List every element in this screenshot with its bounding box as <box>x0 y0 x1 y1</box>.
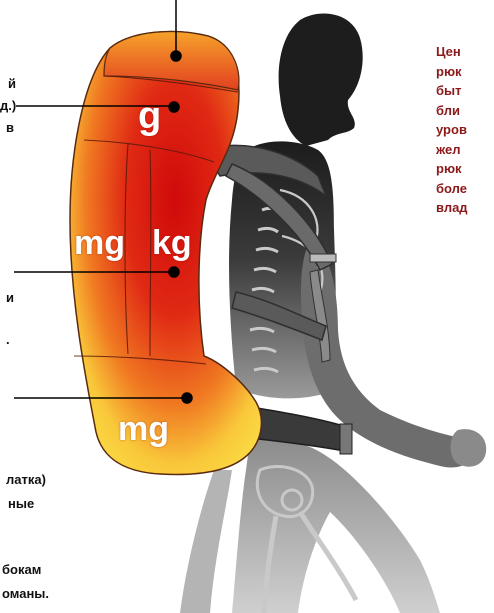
center-of-mass-dot <box>171 51 181 61</box>
right-text-line: боле <box>436 179 494 199</box>
pack-label-bottom: mg <box>118 410 169 448</box>
pack-label-middle-right: kg <box>152 224 192 262</box>
left-text-line-1: й <box>8 74 16 93</box>
right-text-line: уров <box>436 120 494 140</box>
right-text-line: бли <box>436 101 494 121</box>
left-text-line-6: латка) <box>6 470 46 489</box>
right-text-line: Цен <box>436 42 494 62</box>
right-text-line: влад <box>436 198 494 218</box>
right-text-line: рюк <box>436 159 494 179</box>
left-text-line-9: оманы. <box>2 584 49 603</box>
right-text-line: жел <box>436 140 494 160</box>
right-text-line: рюк <box>436 62 494 82</box>
left-text-line-2: д.) <box>0 96 16 115</box>
left-text-line-3: в <box>6 118 14 137</box>
left-text-line-5: . <box>6 330 10 349</box>
right-text-line: быт <box>436 81 494 101</box>
left-text-line-7: ные <box>8 494 34 513</box>
pack-label-top: g <box>138 95 161 137</box>
left-text-line-8: бокам <box>2 560 41 579</box>
pack-label-middle-left: mg <box>74 224 125 262</box>
left-text-line-4: и <box>6 288 14 307</box>
